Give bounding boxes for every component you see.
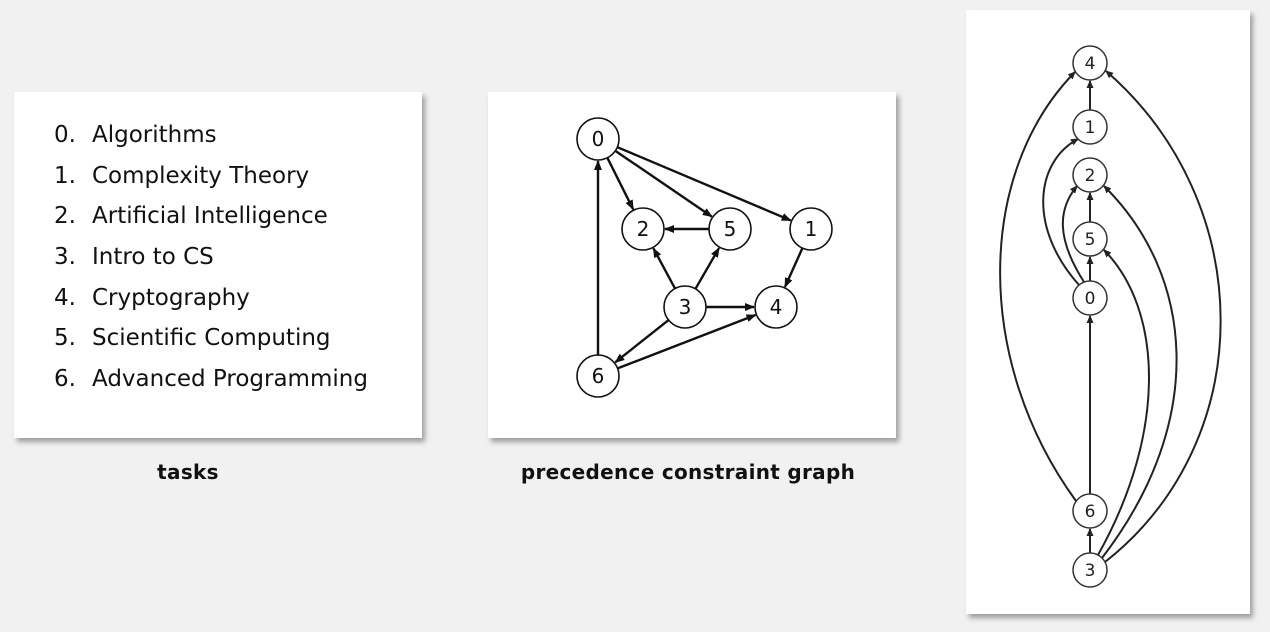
task-name: Algorithms [92, 122, 217, 148]
task-name: Advanced Programming [92, 366, 368, 393]
task-item: 4. Cryptography [54, 281, 368, 322]
task-name: Cryptography [92, 284, 250, 311]
topo-node-6 [1072, 493, 1108, 529]
topo-node-5 [1072, 221, 1108, 257]
topo-node-label-0: 0 [1085, 289, 1096, 309]
task-name: Intro to CS [92, 244, 214, 271]
topological-order-panel: 4 1 2 5 0 6 3 [966, 10, 1250, 614]
task-item: 3. Intro to CS [54, 240, 368, 281]
task-number: 3. [54, 244, 76, 271]
task-name: Artificial Intelligence [92, 203, 328, 230]
tasks-panel: 0. Algorithms 1. Complexity Theory 2. Artif… [14, 92, 422, 438]
topo-node-0 [1072, 280, 1108, 316]
topo-node-label-5: 5 [1085, 230, 1096, 250]
topological-order-graph: 4 1 2 5 0 6 3 [999, 45, 1222, 588]
topo-node-2 [1072, 157, 1108, 193]
task-number: 5. [54, 325, 76, 352]
task-list: 0. Algorithms 1. Complexity Theory 2. Artif… [54, 118, 368, 403]
topo-edge-6-4 [999, 71, 1077, 502]
task-item: 1. Complexity Theory [54, 159, 368, 200]
graph-node-label-6: 6 [592, 364, 605, 388]
topo-edge-0-1 [1042, 138, 1080, 286]
topo-node-label-3: 3 [1085, 561, 1096, 581]
graph-node-5 [708, 207, 752, 251]
task-number: 6. [54, 366, 76, 393]
task-number: 1. [54, 162, 76, 189]
topo-node-label-1: 1 [1085, 118, 1096, 138]
topo-edge-3-5 [1097, 249, 1150, 556]
topo-node-4 [1072, 45, 1108, 81]
task-item: 5. Scientific Computing [54, 321, 368, 362]
task-item: 2. Artificial Intelligence [54, 199, 368, 240]
graph-edge-3-6 [614, 319, 670, 364]
graph-node-label-2: 2 [637, 217, 650, 241]
precedence-graph: 0 1 2 3 4 5 6 [576, 117, 833, 398]
graph-edge-0-1 [616, 146, 792, 222]
graph-edge-0-2 [606, 157, 635, 211]
topo-node-label-2: 2 [1085, 166, 1096, 186]
graph-edge-0-5 [614, 149, 713, 218]
task-name: Complexity Theory [92, 162, 310, 189]
graph-edge-1-4 [783, 247, 804, 288]
topo-edge-3-4 [1104, 70, 1222, 563]
topo-edge-0-2 [1061, 185, 1085, 283]
graph-node-label-3: 3 [679, 295, 692, 319]
topo-node-3 [1072, 552, 1108, 588]
graph-node-label-4: 4 [770, 295, 783, 319]
task-item: 6. Advanced Programming [54, 362, 368, 403]
graph-edge-3-2 [652, 247, 677, 290]
topo-edge-3-2 [1101, 185, 1178, 559]
graph-node-4 [754, 285, 798, 329]
task-number: 2. [54, 203, 76, 230]
graph-node-2 [621, 207, 665, 251]
graph-edge-6-4 [617, 313, 757, 370]
graph-node-label-1: 1 [805, 217, 818, 241]
topo-node-label-6: 6 [1085, 502, 1096, 522]
topo-node-1 [1072, 109, 1108, 145]
graph-node-3 [663, 285, 707, 329]
graph-node-6 [576, 354, 620, 398]
topo-node-label-4: 4 [1085, 54, 1096, 74]
graph-node-label-0: 0 [592, 127, 605, 151]
graph-node-1 [789, 207, 833, 251]
task-number: 0. [54, 122, 76, 148]
graph-node-0 [576, 117, 620, 161]
graph-node-label-5: 5 [724, 217, 737, 241]
tasks-caption: tasks [157, 460, 219, 484]
task-item: 0. Algorithms [54, 118, 368, 159]
task-name: Scientific Computing [92, 325, 331, 352]
graph-edge-3-5 [694, 247, 721, 290]
graph-caption: precedence constraint graph [520, 460, 856, 484]
task-number: 4. [54, 284, 76, 311]
graph-panel: 0 1 2 3 4 5 6 [488, 92, 896, 438]
